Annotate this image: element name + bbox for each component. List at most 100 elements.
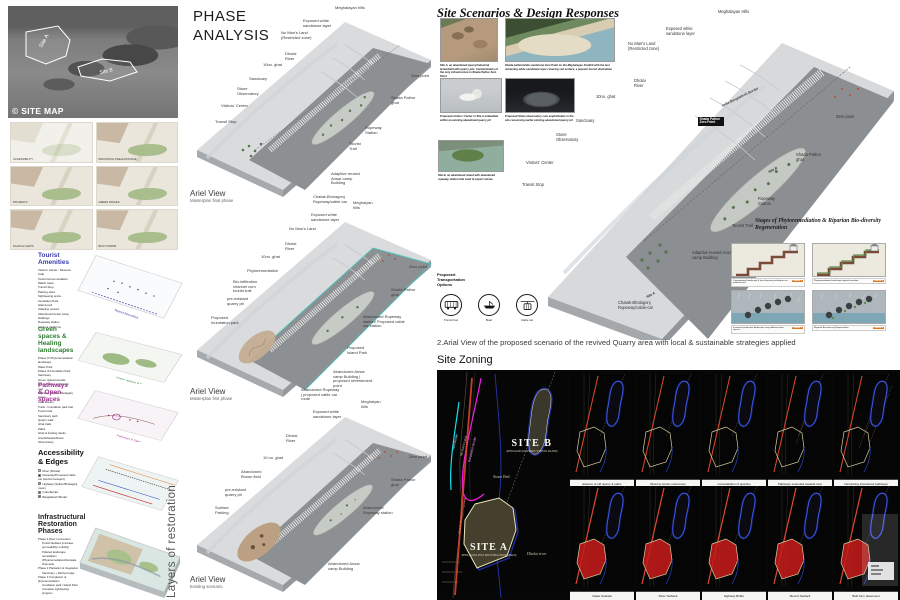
legend-item: Phase IV Phytoremediation landscape (38, 356, 74, 365)
axon-label: Ropeway Station (758, 196, 776, 206)
axon-label: pre-existant quarry pit (225, 487, 246, 497)
legend-item: Visitors' Center - Museum (38, 268, 72, 272)
section-pathways: Pathways & Open spaces Trails - Inundati… (38, 382, 74, 444)
analysis-map-accessibility: ACCESSIBILITY (10, 122, 93, 163)
thumb-caption: Riverine terrain references (636, 479, 700, 488)
axon-label: pre-existant quarry pit (227, 296, 248, 306)
axon-label: No Man's Land (289, 226, 316, 231)
axon-label: Surface Parking (215, 505, 229, 515)
stages-title: Stages of Phytoremediation & Riparian Bi… (755, 218, 882, 232)
analysis-maps-grid: ACCESSIBILITY INDUSTRIAL PRE-EXISTANCE P… (10, 122, 178, 250)
analysis-map-industrial: INDUSTRIAL PRE-EXISTANCE (95, 122, 178, 163)
site-zoning-panel: SITE B (BHOLAGONJ ROPEWAY STATION ISLAND… (437, 370, 900, 600)
legend-item: Phase III Inundation Park (38, 369, 71, 374)
legend-item: River (Dholai) (38, 469, 80, 473)
bangladesh-border-label: Bangladesh Border (467, 436, 477, 462)
boat-icon (478, 294, 500, 316)
aerial-view-final-phase: Meghalayan hills Exposed white sandstone… (185, 0, 435, 212)
aerial-view-first-phase: Meghalyan hills Exposed white sandstone … (185, 195, 435, 410)
axon-label: Shada Pathor ghat (796, 152, 822, 162)
photo-caption: Site B, an abandoned island with abandon… (438, 174, 496, 181)
phase-badge: PHASE 4 (872, 326, 884, 330)
axon-label: Dholai River (286, 433, 298, 443)
axon-label: Sanctuary (576, 118, 595, 123)
legend-item: Highway (Sylhet-Bholaganj route) (38, 481, 78, 490)
axon-label: Chatak-Bholagonj Ropeway/cable-car (618, 300, 654, 310)
zoning-main-map: SITE B (BHOLAGONJ ROPEWAY STATION ISLAND… (437, 372, 567, 598)
axon-label: Chatak-Bholagonj Ropeway/cable car (313, 194, 348, 204)
section-title: Accessibility & Edges (38, 448, 84, 466)
axon-label: Dholai River (285, 241, 297, 251)
axonometric-illustration (548, 43, 894, 348)
legend-item: Trails - Inundation park trail (38, 405, 73, 409)
site-map-panel: Site A Site B © SITE MAP (8, 6, 178, 118)
axon-label: Meghalyan hills (353, 200, 373, 210)
axon-label: 10no. ghat (261, 254, 280, 259)
legend-item: Tourist trail (38, 409, 52, 414)
axon-label: Shada Pathor ghat (391, 95, 416, 105)
axon-label: Abandoned Ansar camp Building | proposed… (333, 369, 373, 389)
legend-item: Ghat trails (38, 422, 52, 427)
zero-point-badge: Shada Pathor Zero Point (698, 117, 724, 126)
map-caption: INDUSTRIAL PRE-EXISTANCE (98, 157, 137, 161)
legend-item: Ropeway/Proposed cable car (tourist tran… (38, 472, 76, 482)
axon-label: Adaptive reused Ansar camp Building (331, 171, 360, 186)
view-caption: Ariel View Existing scenario (190, 575, 226, 589)
thumb-caption: Consolidation of quarries (702, 479, 766, 488)
stage-caption: Contaminated landscape & local terracing… (731, 278, 805, 287)
photo-caption: Proposed Stone observatory cum amphithea… (505, 115, 574, 122)
layer-tag: Pathways & Open spaces (116, 434, 153, 442)
section-green-spaces: Green spaces & Healing landscapes Phase … (38, 326, 74, 404)
map-caption: PATHWAYS (13, 201, 28, 205)
axon-label: Exposed white sandstone layer (311, 212, 340, 222)
axon-label: Adaptive reused Ansar camp Building (692, 250, 734, 260)
view-caption: Ariel View Masterplan final phase (190, 189, 234, 203)
legend-item: Tourist facilities (increase permeabilit… (42, 541, 74, 550)
cable-car-icon (516, 294, 538, 316)
map-caption: BUILT FORMS (98, 245, 117, 248)
legend-item: Phase 3 Completion of phytoremediation (38, 574, 67, 583)
section-title: Green spaces & Healing landscapes (38, 326, 74, 354)
section-title: Pathways & Open spaces (38, 382, 68, 403)
legend-chip (38, 469, 41, 473)
phase-analysis-title: PHASE ANALYSIS (193, 8, 270, 44)
transport-option-label: Boat (486, 318, 492, 322)
legend-item: Inundation park / Island Park (42, 583, 78, 588)
stage-panel-4 (812, 290, 886, 324)
axon-label: Abandoned Ansar camp Building (328, 561, 360, 571)
axon-label: Exposed white sandstone layer (303, 18, 332, 28)
site-b-sublabel: (BHOLAGONJ ROPEWAY STATION ISLAND) (506, 450, 557, 453)
layer-diagram-tourist: Tourist Amenities (77, 255, 183, 320)
thumb-caption: River Setback (636, 591, 700, 600)
axon-label: Sanctuary (249, 76, 268, 81)
photo-visitors-center-render (440, 78, 502, 113)
phase-badge: PHASE 2 (872, 279, 884, 283)
photo-caption: Site A, an abandoned quarry/industrial b… (440, 64, 498, 78)
stage-panel-2 (812, 243, 886, 277)
photo-caption: Proposed visitors' Center in Site A embe… (440, 115, 499, 122)
stage-panel-1 (731, 243, 805, 277)
analysis-map-built-forms: BUILT FORMS (95, 209, 178, 250)
axon-label: Zero point (409, 454, 428, 459)
legend-item: Island park (38, 302, 53, 307)
axon-label: Meghalayan hills (335, 5, 365, 10)
aerial-view-existing: Meghalyan hills Exposed white sandstone … (185, 399, 435, 600)
ropeway-line-label: Chatak-Bholagonj Ropeway (457, 496, 467, 534)
stage-caption: Phytoremediation landscape layered resul… (812, 278, 886, 284)
zoning-thumb-4: Pathways extended towards river (768, 373, 832, 488)
axon-label: Shada Pathor ghat (391, 477, 416, 487)
site-a-label: SITE A (470, 542, 508, 553)
map-caption: PLAZA & GHATS (13, 245, 34, 248)
aerial-view-illustration (197, 222, 432, 397)
legend-item: Sanctuary (38, 373, 52, 378)
axon-label: Bio-infiltration channel cum tourist tra… (233, 279, 258, 294)
axon-label: Exposed white sandstone layer (313, 409, 342, 419)
site-a-sublabel: (BHOLAGONJ POST INDUSTRIAL BROWNFIELD) (462, 554, 517, 557)
transport-option-label: Cable car (520, 318, 534, 322)
map-caption: GREEN SPACES (98, 201, 120, 205)
axon-label: Exposed white sandstone layer (666, 26, 695, 36)
legend-item: Lookout platforms (38, 324, 61, 329)
map-caption: ACCESSIBILITY (13, 157, 34, 161)
axon-label: 10no. ghat (263, 62, 282, 67)
